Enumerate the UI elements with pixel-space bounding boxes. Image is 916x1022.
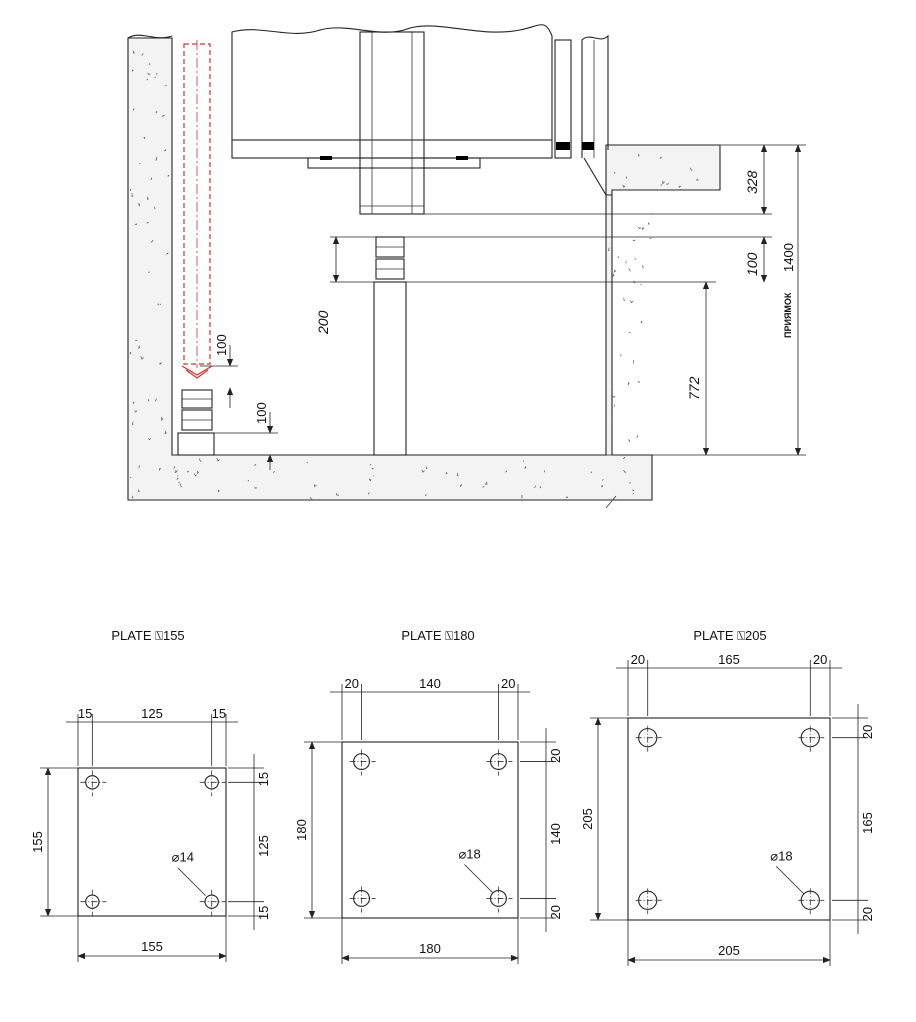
dim-edge-top-left: 20 — [345, 676, 359, 691]
dim-328: 328 — [744, 170, 760, 194]
dim-edge-right-top: 15 — [256, 772, 271, 786]
plate-outline — [627, 717, 831, 921]
left-support — [177, 389, 215, 456]
dim-edge-right-bottom: 20 — [548, 905, 563, 919]
plate-205: PLATE ⍂205 20 165 20 205 205 20 165 20 ⌀18 — [580, 628, 875, 966]
dim-1400: 1400 — [781, 243, 796, 272]
dim-span-right: 165 — [860, 812, 875, 834]
hidden-pipe — [181, 40, 213, 379]
dim-overall-left: 205 — [580, 808, 595, 830]
dim-edge-top-right: 15 — [212, 706, 226, 721]
plate-155: PLATE ⍂155 15 125 15 155 155 15 125 15 ⌀14 — [30, 628, 271, 962]
plate-outline — [77, 767, 227, 917]
dim-span-top: 140 — [419, 676, 441, 691]
dim-edge-right-bottom: 15 — [256, 906, 271, 920]
plate-outline — [341, 741, 519, 919]
dim-span-top: 125 — [141, 706, 163, 721]
dim-edge-right-bottom: 20 — [860, 907, 875, 921]
dim-edge-right-top: 20 — [860, 725, 875, 739]
dim-overall-bottom: 205 — [718, 943, 740, 958]
dim-200: 200 — [315, 310, 331, 335]
dim-overall-bottom: 180 — [419, 941, 441, 956]
plate-title: PLATE ⍂180 — [401, 628, 474, 643]
dim-edge-top-right: 20 — [501, 676, 515, 691]
concrete-texture — [129, 50, 699, 500]
dim-772: 772 — [686, 376, 702, 400]
dim-span-right: 125 — [256, 835, 271, 857]
plate-title: PLATE ⍂155 — [111, 628, 184, 643]
dim-overall-left: 155 — [30, 831, 45, 853]
left-wall — [127, 37, 721, 501]
dim-edge-top-right: 20 — [813, 652, 827, 667]
hole-callout: ⌀18 — [770, 848, 792, 863]
dim-overall-bottom: 155 — [141, 939, 163, 954]
dim-edge-top-left: 20 — [631, 652, 645, 667]
building-block — [231, 24, 612, 215]
pit-label: ПРИЯМОК — [783, 292, 793, 338]
dim-edge-top-left: 15 — [78, 706, 92, 721]
center-column — [373, 236, 407, 456]
dim-100-right: 100 — [744, 252, 760, 276]
hole-callout: ⌀14 — [172, 850, 194, 865]
wall-break-line — [127, 34, 173, 39]
section-view: 328 100 1400 ПРИЯМОК 772 200 100 100 — [127, 24, 806, 509]
dim-span-top: 165 — [718, 652, 740, 667]
hole-callout: ⌀18 — [458, 846, 480, 861]
dim-edge-right-top: 20 — [548, 749, 563, 763]
plate-180: PLATE ⍂180 20 140 20 180 180 20 140 20 ⌀18 — [294, 628, 563, 964]
dim-100-upper: 100 — [214, 334, 229, 356]
dim-span-right: 140 — [548, 823, 563, 845]
dim-overall-left: 180 — [294, 819, 309, 841]
plate-title: PLATE ⍂205 — [693, 628, 766, 643]
extension-lines — [330, 144, 806, 456]
dim-100-lower: 100 — [254, 402, 269, 424]
